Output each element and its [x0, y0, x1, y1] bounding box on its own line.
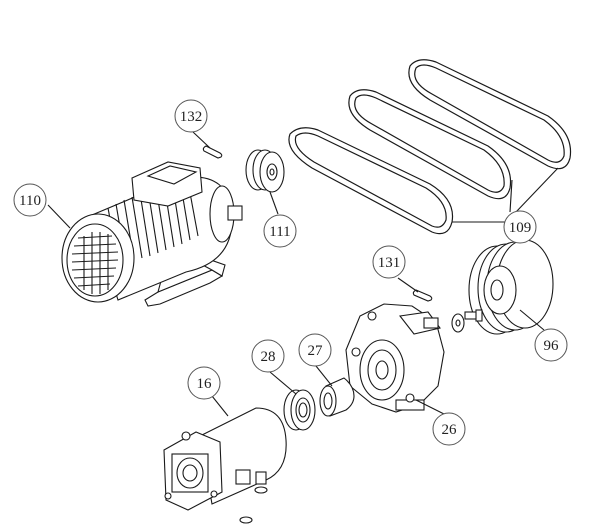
leader-lines [47, 131, 559, 417]
callout-label-110: 110 [19, 193, 41, 209]
key-pin-132 [202, 145, 223, 159]
callout-circle-110 [13, 183, 47, 217]
callout-96: 96 [534, 328, 568, 362]
callout-circle-27 [298, 333, 332, 367]
bearing-28 [283, 389, 316, 431]
callout-16: 16 [187, 366, 221, 400]
leader-109-c [515, 167, 559, 213]
washer-and-bolt [451, 309, 483, 333]
callout-label-109: 109 [509, 220, 532, 236]
leader-26 [415, 399, 445, 415]
leader-131 [397, 277, 419, 293]
leader-27 [315, 365, 333, 387]
callout-label-131: 131 [378, 255, 401, 271]
key-131 [412, 289, 433, 302]
leader-111 [269, 191, 279, 215]
callout-label-16: 16 [197, 376, 213, 392]
callout-label-132: 132 [180, 109, 203, 125]
electric-motor-110 [61, 161, 243, 307]
callout-110: 110 [13, 183, 47, 217]
callout-circle-131 [372, 245, 406, 279]
part-number-callouts: 132 110 111 109 131 96 28 27 16 26 [13, 99, 568, 446]
leader-96 [519, 309, 545, 331]
callout-26: 26 [432, 412, 466, 446]
driven-pulley-96 [468, 239, 554, 335]
callout-131: 131 [372, 245, 406, 279]
callout-28: 28 [251, 339, 285, 373]
callout-27: 27 [298, 333, 332, 367]
hydraulic-pump-16 [163, 407, 287, 524]
callout-circle-26 [432, 412, 466, 446]
callout-label-111: 111 [269, 224, 290, 240]
callout-label-96: 96 [544, 338, 560, 354]
leader-132 [192, 131, 211, 149]
callout-circle-96 [534, 328, 568, 362]
motor-pulley-111 [245, 149, 285, 193]
bushing-27 [319, 377, 355, 417]
callout-label-28: 28 [261, 349, 276, 365]
v-belts-109 [288, 59, 572, 235]
callout-109: 109 [503, 210, 537, 244]
gearbox-housing-26 [345, 303, 445, 413]
callout-circle-132 [174, 99, 208, 133]
leader-109-b [509, 179, 513, 213]
leader-16 [211, 395, 229, 417]
leader-110 [47, 204, 71, 229]
leader-28 [269, 371, 297, 395]
callout-label-26: 26 [442, 422, 458, 438]
callout-111: 111 [263, 214, 297, 248]
callout-132: 132 [174, 99, 208, 133]
callout-circle-16 [187, 366, 221, 400]
fan-cover-grille [71, 232, 119, 294]
callout-circle-28 [251, 339, 285, 373]
callout-label-27: 27 [308, 343, 324, 359]
callout-circle-111 [263, 214, 297, 248]
callout-circle-109 [503, 210, 537, 244]
